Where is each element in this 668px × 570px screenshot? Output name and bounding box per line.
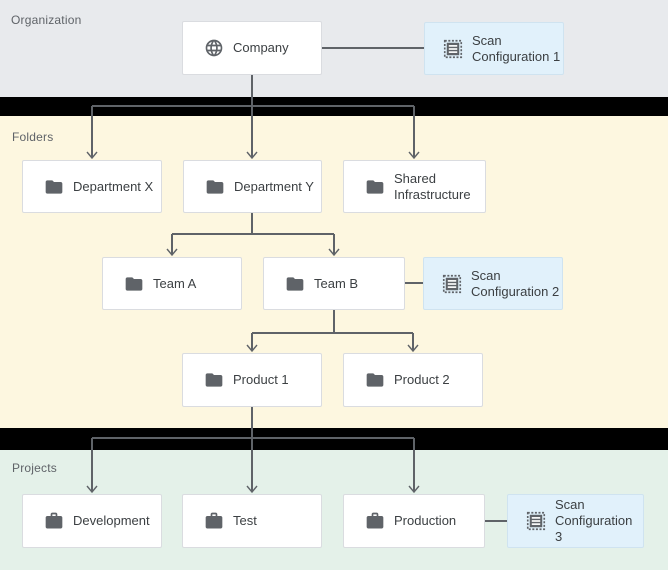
node-label: Company: [233, 40, 289, 55]
node-label: Scan Configuration 2: [471, 267, 560, 299]
node-label: Test: [233, 513, 257, 528]
node-label: Department Y: [234, 178, 314, 194]
node-department-y: Department Y: [183, 160, 322, 213]
scan-config-icon: [442, 38, 464, 60]
folder-icon: [124, 274, 144, 294]
briefcase-icon: [365, 511, 385, 531]
node-test: Test: [182, 494, 322, 548]
node-label: Scan Configuration 1: [472, 32, 561, 64]
node-label: Team B: [314, 275, 359, 291]
node-product-2: Product 2: [343, 353, 483, 407]
node-scan-configuration-3: Scan Configuration 3: [507, 494, 644, 548]
folder-icon: [365, 370, 385, 390]
briefcase-icon: [44, 511, 64, 531]
node-label: Product 1: [233, 372, 289, 387]
node-scan-configuration-2: Scan Configuration 2: [423, 257, 563, 310]
node-team-a: Team A: [102, 257, 242, 310]
node-label: Development: [73, 513, 150, 528]
arrowheads: [86, 151, 420, 494]
section-label-projects: Projects: [12, 461, 57, 475]
folder-icon: [285, 274, 305, 294]
node-product-1: Product 1: [182, 353, 322, 407]
section-label-organization: Organization: [11, 13, 82, 27]
briefcase-icon: [204, 511, 224, 531]
scan-config-icon: [525, 510, 547, 532]
node-production: Production: [343, 494, 485, 548]
node-label: Production: [394, 513, 457, 528]
globe-icon: [204, 38, 224, 58]
folder-icon: [44, 177, 64, 197]
node-label: Shared Infrastructure: [394, 170, 471, 202]
scan-config-icon: [441, 273, 463, 295]
node-scan-configuration-1: Scan Configuration 1: [424, 22, 564, 75]
section-label-folders: Folders: [12, 130, 54, 144]
node-company: Company: [182, 21, 322, 75]
folder-icon: [204, 370, 224, 390]
node-label: Product 2: [394, 372, 450, 387]
node-label: Team A: [153, 275, 197, 291]
node-department-x: Department X: [22, 160, 162, 213]
node-label: Scan Configuration 3: [555, 497, 633, 544]
folder-icon: [205, 177, 225, 197]
node-team-b: Team B: [263, 257, 405, 310]
folder-icon: [365, 177, 385, 197]
node-shared-infrastructure: Shared Infrastructure: [343, 160, 486, 213]
node-development: Development: [22, 494, 162, 548]
node-label: Department X: [73, 178, 154, 194]
